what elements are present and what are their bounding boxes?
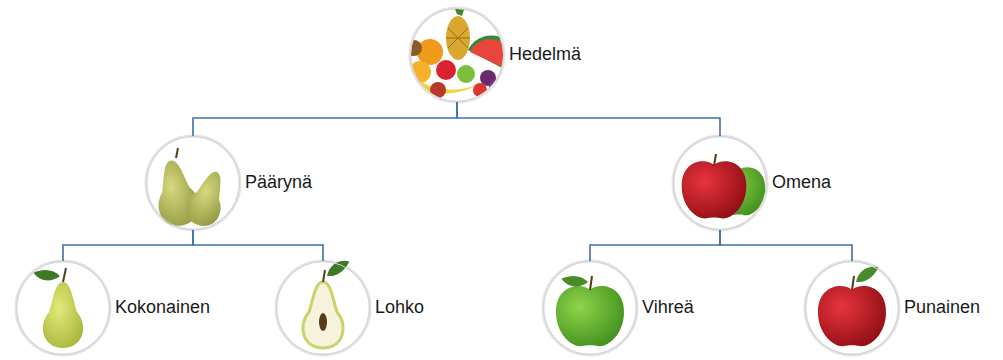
tree-connector xyxy=(193,102,457,136)
node-label: Omena xyxy=(772,172,831,194)
node-circle: Vihreä xyxy=(543,261,637,355)
node-label: Kokonainen xyxy=(115,297,210,319)
node-label: Hedelmä xyxy=(509,44,581,66)
node-label: Päärynä xyxy=(245,172,312,194)
node-circles xyxy=(16,8,899,355)
node-circle: Päärynä xyxy=(146,136,240,230)
node-circle: Punainen xyxy=(805,261,899,355)
node-label: Lohko xyxy=(375,297,424,319)
node-circle: Kokonainen xyxy=(16,261,110,355)
fruit-pile xyxy=(406,0,506,98)
tree-connector xyxy=(457,102,720,136)
tree-connector xyxy=(590,230,720,261)
node-label: Punainen xyxy=(904,297,980,319)
node-circle: Omena xyxy=(673,136,767,230)
tree-connector xyxy=(720,230,852,261)
node-circle: Lohko xyxy=(276,261,370,355)
tree-connector xyxy=(193,230,323,261)
tree-connector xyxy=(63,230,193,261)
node-label: Vihreä xyxy=(642,297,694,319)
node-circle: Hedelmä xyxy=(410,8,504,102)
